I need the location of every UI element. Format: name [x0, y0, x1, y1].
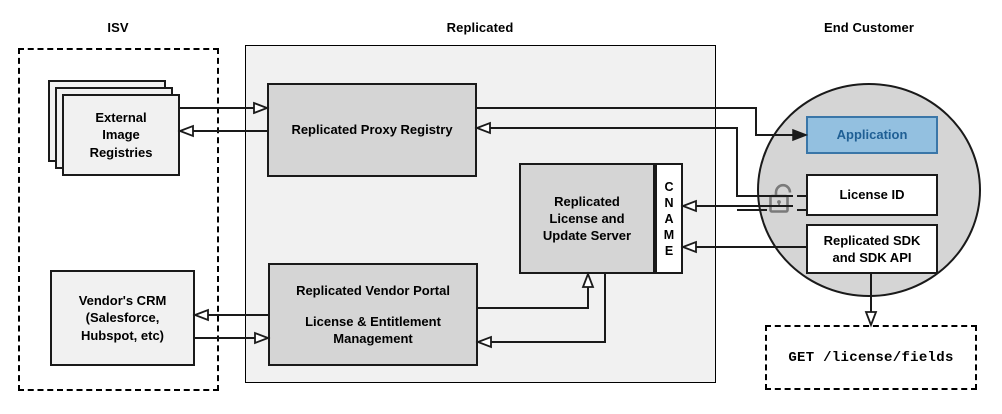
license-server-line-3: Update Server	[542, 228, 632, 244]
zone-label-replicated: Replicated	[446, 20, 514, 35]
vendor-crm-line-1: Vendor's CRM	[78, 293, 167, 309]
license-server-line-1: Replicated	[554, 193, 620, 209]
external-registries-line-3: Registries	[89, 144, 153, 160]
api-call-text: GET /license/fields	[788, 349, 954, 366]
zone-label-isv: ISV	[107, 20, 129, 35]
vendor-portal-sub-2: Management	[333, 331, 413, 347]
application-label: Application	[836, 127, 908, 143]
api-call-box: GET /license/fields	[765, 325, 977, 390]
vendor-portal-title: Replicated Vendor Portal	[296, 282, 450, 298]
proxy-registry-label: Replicated Proxy Registry	[291, 122, 453, 138]
vendor-portal-sub-1: License & Entitlement	[305, 313, 441, 329]
node-application[interactable]: Application	[806, 116, 938, 154]
isv-zone	[18, 48, 219, 391]
sdk-line-1: Replicated SDK	[823, 232, 921, 248]
node-license-id[interactable]: License ID	[806, 174, 938, 216]
vendor-portal-spacer	[296, 299, 450, 313]
node-external-image-registries[interactable]: External Image Registries	[62, 94, 180, 176]
sdk-line-2: and SDK API	[832, 250, 912, 265]
license-id-label: License ID	[839, 187, 905, 203]
cname-letter-2: N	[664, 195, 674, 210]
cname-letter-5: E	[664, 243, 674, 258]
external-registries-line-1: External	[95, 110, 147, 126]
node-replicated-sdk[interactable]: Replicated SDK and SDK API	[806, 224, 938, 274]
vendor-crm-line-3: Hubspot, etc)	[80, 327, 165, 343]
node-replicated-proxy-registry[interactable]: Replicated Proxy Registry	[267, 83, 477, 177]
node-replicated-vendor-portal[interactable]: Replicated Vendor Portal License & Entit…	[268, 263, 478, 366]
cname-letter-3: A	[664, 211, 674, 226]
cname-letter-4: M	[663, 227, 675, 242]
cname-letter-1: C	[664, 179, 674, 194]
external-registries-line-2: Image	[102, 127, 140, 143]
node-cname-strip[interactable]: C N A M E	[655, 163, 683, 274]
zone-label-end-customer: End Customer	[823, 20, 915, 35]
vendor-crm-line-2: (Salesforce,	[85, 310, 160, 326]
node-license-and-update-server[interactable]: Replicated License and Update Server	[519, 163, 655, 274]
license-server-line-2: License and	[549, 210, 625, 226]
node-vendor-crm[interactable]: Vendor's CRM (Salesforce, Hubspot, etc)	[50, 270, 195, 366]
